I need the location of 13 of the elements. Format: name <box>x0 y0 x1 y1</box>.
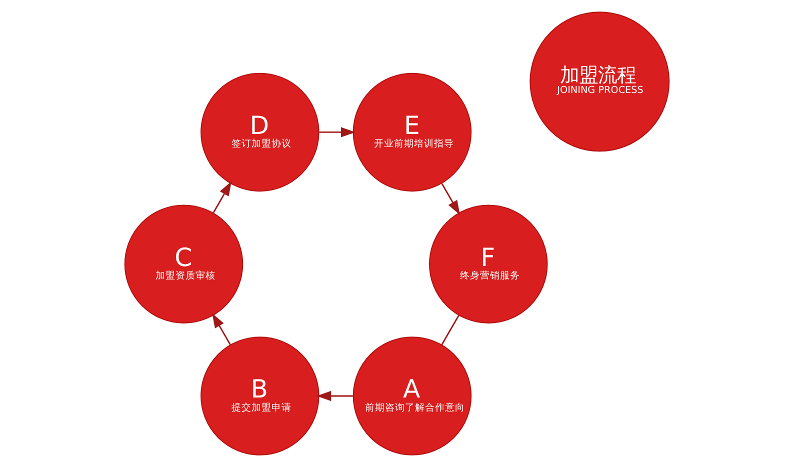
node-circle: C 加盟资质审核 <box>124 204 244 324</box>
connector <box>441 315 460 346</box>
node-circle: A 前期咨询了解合作意向 <box>352 336 472 456</box>
arrow <box>212 313 231 345</box>
arrow <box>319 127 356 138</box>
arrow <box>316 390 353 402</box>
node-circle: E 开业前期培训指导 <box>352 72 472 192</box>
node-circle: D 签订加盟协议 <box>200 72 320 192</box>
arrow <box>441 183 460 215</box>
node-circle: 加盟流程 JOINING PROCESS <box>530 12 670 152</box>
node-circle: F 终身营销服务 <box>429 204 548 324</box>
arrow <box>212 181 232 214</box>
node-circle: B 提交加盟申请 <box>200 336 320 456</box>
